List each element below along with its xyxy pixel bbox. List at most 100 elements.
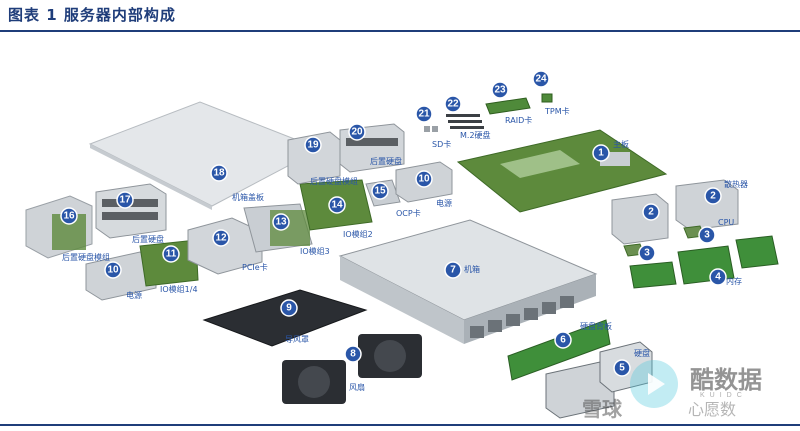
heatsink-left xyxy=(611,193,669,245)
svg-text:10: 10 xyxy=(107,265,119,276)
part-label: 主板 xyxy=(613,139,629,149)
svg-text:3: 3 xyxy=(704,230,710,241)
part-label: PCIe卡 xyxy=(242,262,268,272)
part-badge: 5 xyxy=(613,359,631,377)
part-label: 电源 xyxy=(436,198,452,208)
title-divider xyxy=(0,30,800,32)
part-badge: 8 xyxy=(344,345,362,363)
part-badge: 22 xyxy=(444,95,462,113)
part-label: 后置硬盘模组 xyxy=(310,176,358,186)
watermark-main: 酷数据 xyxy=(690,366,762,394)
part-label: 导风罩 xyxy=(285,335,309,344)
figure-title: 图表 1 服务器内部构成 xyxy=(8,6,176,24)
part-badge: 18 xyxy=(210,164,228,182)
part-badge: 3 xyxy=(698,226,716,244)
part-label: IO模组3 xyxy=(300,246,330,256)
memory-modules xyxy=(629,235,779,289)
heatsink-right xyxy=(675,179,739,231)
part-label: 内存 xyxy=(726,276,742,286)
svg-text:3: 3 xyxy=(644,248,650,259)
svg-text:18: 18 xyxy=(213,168,225,179)
svg-text:9: 9 xyxy=(286,303,292,314)
part-badge: 12 xyxy=(212,229,230,247)
svg-text:13: 13 xyxy=(275,217,287,228)
part-badge: 2 xyxy=(704,187,722,205)
svg-text:24: 24 xyxy=(535,74,547,85)
part-label: RAID卡 xyxy=(505,115,532,125)
svg-text:17: 17 xyxy=(119,195,131,206)
part-label: 风扇 xyxy=(349,382,365,392)
part-badge: 24 xyxy=(532,70,550,88)
part-label: IO模组1/4 xyxy=(160,284,198,294)
part-label: 硬盘背板 xyxy=(580,321,612,331)
part-label: 机箱 xyxy=(464,264,480,274)
watermark-sub: 心愿数 xyxy=(688,400,737,419)
svg-text:10: 10 xyxy=(418,174,430,185)
part-label: 后置硬盘 xyxy=(132,234,164,244)
part-badge: 7 xyxy=(444,261,462,279)
psu-left xyxy=(85,251,157,301)
svg-text:11: 11 xyxy=(166,249,177,260)
svg-text:6: 6 xyxy=(560,335,566,346)
part-label: OCP卡 xyxy=(396,208,421,218)
svg-text:2: 2 xyxy=(710,191,716,202)
part-badge: 10 xyxy=(104,261,122,279)
svg-text:14: 14 xyxy=(331,200,343,211)
part-badge: 13 xyxy=(272,213,290,231)
svg-text:23: 23 xyxy=(494,85,506,96)
part-badge: 20 xyxy=(348,123,366,141)
part-label: 机箱盖板 xyxy=(232,192,264,202)
part-badge: 6 xyxy=(554,331,572,349)
rear-hdd-module-left xyxy=(25,195,93,259)
tpm-card xyxy=(541,93,553,103)
svg-text:21: 21 xyxy=(418,109,430,120)
watermark-play-icon xyxy=(630,360,678,408)
part-badge: 2 xyxy=(642,203,660,221)
part-badge: 23 xyxy=(491,81,509,99)
part-badge: 4 xyxy=(709,268,727,286)
raid-card xyxy=(485,97,531,115)
part-badge: 1 xyxy=(592,144,610,162)
sd-card xyxy=(424,126,438,132)
part-badge: 14 xyxy=(328,196,346,214)
svg-text:20: 20 xyxy=(351,127,363,138)
part-label: 电源 xyxy=(126,290,142,300)
part-badge: 17 xyxy=(116,191,134,209)
part-label: 硬盘 xyxy=(634,348,650,358)
air-duct xyxy=(202,289,368,347)
svg-text:15: 15 xyxy=(374,186,386,197)
part-badge: 3 xyxy=(638,244,656,262)
part-badge: 16 xyxy=(60,207,78,225)
pcie-card xyxy=(187,217,263,275)
svg-text:1: 1 xyxy=(598,148,604,159)
svg-text:12: 12 xyxy=(215,233,227,244)
io-module-1-4 xyxy=(139,239,199,287)
fans xyxy=(282,334,422,404)
svg-text:7: 7 xyxy=(450,265,456,276)
part-label: IO模组2 xyxy=(343,229,373,239)
part-label: TPM卡 xyxy=(544,106,570,116)
part-badge: 10 xyxy=(415,170,433,188)
rear-hdd-left xyxy=(95,183,167,239)
part-badge: 19 xyxy=(304,136,322,154)
mainboard xyxy=(456,129,668,213)
hdd-backplane xyxy=(507,319,611,381)
svg-text:22: 22 xyxy=(447,99,459,110)
watermark-snowball: 雪球 xyxy=(582,397,622,421)
chassis xyxy=(338,219,598,344)
svg-text:5: 5 xyxy=(619,363,625,374)
part-label: 散热器 xyxy=(724,179,748,189)
part-label: 后置硬盘模组 xyxy=(62,252,110,262)
watermark-en: KUIDC xyxy=(700,392,747,399)
part-badge: 21 xyxy=(415,105,433,123)
part-label: 后置硬盘 xyxy=(370,156,402,166)
part-label: SD卡 xyxy=(432,139,451,149)
svg-text:8: 8 xyxy=(350,349,356,360)
server-exploded-diagram: 1 主板 2 散热器 3 CPU 4 内存 5 硬盘 6 硬盘背板 7 机箱 8… xyxy=(25,70,779,419)
part-badge: 9 xyxy=(280,299,298,317)
bottom-divider xyxy=(0,424,800,426)
svg-text:19: 19 xyxy=(307,140,319,151)
part-badge: 11 xyxy=(162,245,180,263)
svg-text:4: 4 xyxy=(715,272,721,283)
svg-text:2: 2 xyxy=(648,207,654,218)
